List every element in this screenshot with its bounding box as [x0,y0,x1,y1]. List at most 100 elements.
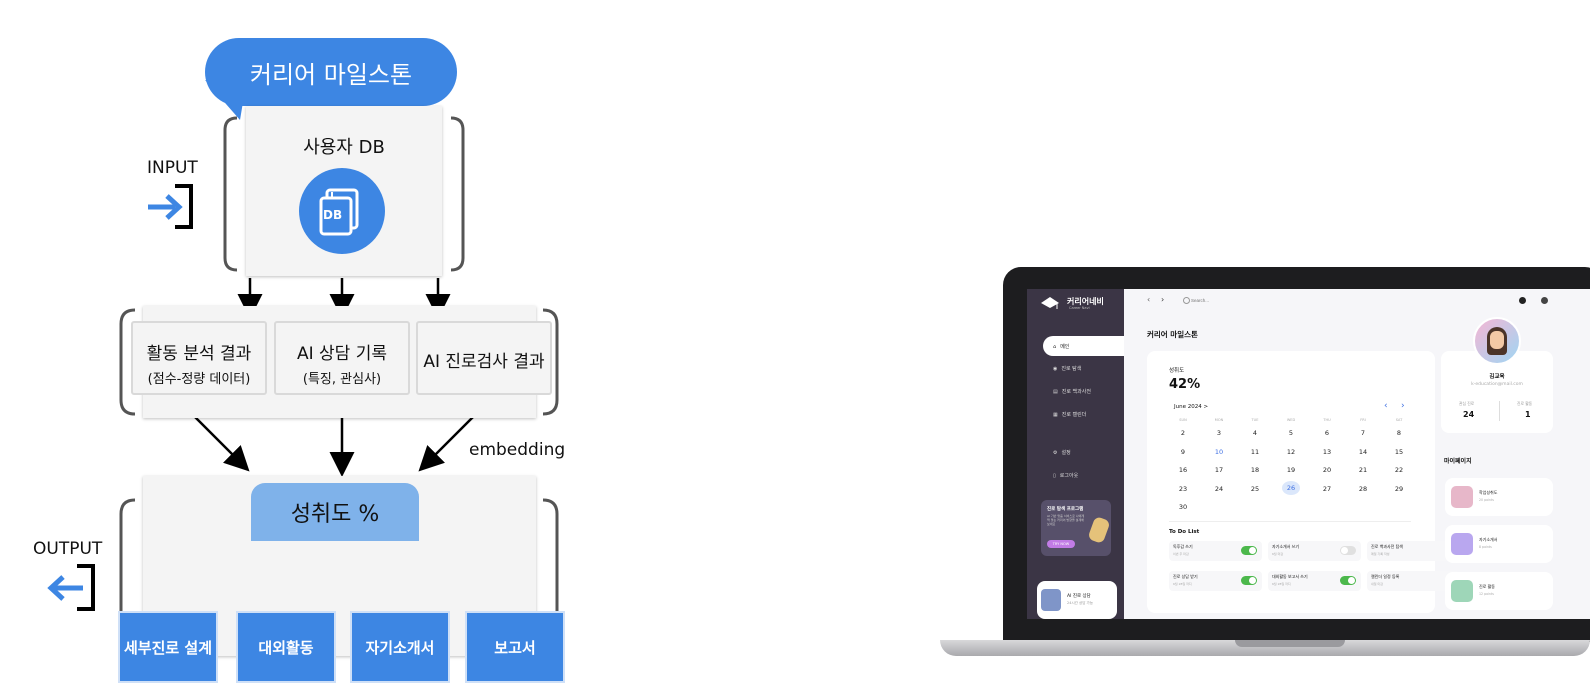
calendar-day[interactable]: 9 [1180,447,1186,456]
promo-illustration [1087,515,1111,545]
calendar-month[interactable]: June 2024 > [1174,404,1209,410]
todo-item-title: 진로 백과사전 탐색 [1371,544,1403,549]
todo-item-sub: 6월 28일 까지 [1173,582,1192,586]
calendar-day[interactable]: 26 [1282,480,1300,495]
calendar-day[interactable]: 7 [1360,429,1366,437]
calendar-day[interactable]: 11 [1250,447,1260,456]
todo-toggle[interactable] [1340,576,1356,585]
ai-chat-card[interactable]: AI 진로 상담 24시간 상담 가능 [1037,581,1117,619]
output-external-activity: 대외활동 [236,611,336,683]
nav-item-logout[interactable]: ▯로그아웃 [1053,472,1079,480]
calendar-day[interactable]: 22 [1394,466,1404,474]
calendar-day[interactable]: 16 [1178,466,1188,474]
calendar-day[interactable]: 23 [1178,484,1188,493]
sidebar: 커리어네비 Career Navi ⌂메인 ◉진로 탐색 ▤진로 백과사전 ▦진… [1027,289,1124,619]
todo-item-title: 캘린더 일정 등록 [1371,574,1400,579]
calendar-day[interactable]: 30 [1178,503,1188,511]
todo-item-sub: 이번 주 마감 [1173,552,1189,556]
todo-title: To Do List [1169,529,1200,535]
output-report: 보고서 [465,611,565,683]
theme-icon[interactable] [1541,297,1548,304]
forward-icon[interactable]: › [1161,295,1165,304]
book-icon: ▤ [1053,388,1058,395]
chat-title: AI 진로 상담 [1067,594,1091,599]
calendar-day[interactable]: 28 [1358,484,1368,493]
calendar-day[interactable]: 4 [1252,429,1258,437]
calendar-day[interactable]: 25 [1250,484,1260,493]
nav-label: 진로 백과사전 [1061,389,1091,395]
nav-label: 설정 [1061,450,1071,456]
calendar-day[interactable]: 17 [1214,466,1224,474]
calendar-day[interactable]: 21 [1358,466,1368,474]
profile-stat-divider [1499,401,1500,421]
todo-item-sub: 6월 28일 까지 [1272,582,1291,586]
todo-toggle[interactable] [1340,546,1356,555]
calendar-weekday: TUE [1251,418,1259,422]
calendar-day[interactable]: 20 [1322,466,1332,474]
calendar-day[interactable]: 27 [1322,484,1332,493]
calendar-day[interactable]: 13 [1322,447,1332,456]
input-box-ai-consult: AI 상담 기록 (특징, 관심사) [274,321,410,395]
todo-toggle[interactable] [1241,546,1257,555]
calendar-day[interactable]: 3 [1216,429,1222,437]
brand-sub: Career Navi [1069,306,1090,310]
calendar-next-icon[interactable]: › [1401,401,1405,411]
bubble-title: 커리어 마일스톤 [205,38,457,106]
calendar-weekday: SAT [1395,418,1403,422]
calendar-day[interactable]: 2 [1180,429,1186,437]
notification-icon[interactable] [1519,297,1526,304]
calendar-day[interactable]: 5 [1288,429,1294,437]
nav-item-main[interactable]: ⌂메인 [1053,343,1069,351]
promo-card: 진로 탐색 프로그램 AI 기반 맞춤 서비스로 나에게 딱 맞는 커리어 방향… [1041,500,1111,556]
nav-item-encyclopedia[interactable]: ▤진로 백과사전 [1053,388,1091,396]
mypage-item-icon [1451,533,1473,555]
calendar-day[interactable]: 24 [1214,484,1224,493]
nav-label: 로그아웃 [1059,473,1079,479]
calendar-day[interactable]: 19 [1286,466,1296,474]
calendar-icon: ▦ [1053,411,1058,418]
calendar-day[interactable]: 18 [1250,466,1260,474]
brand-name: 커리어네비 [1067,297,1104,306]
calendar-weekday: THU [1323,418,1331,422]
calendar-prev-icon[interactable]: ‹ [1384,401,1388,411]
mypage-item-icon [1451,580,1473,602]
laptop-base [940,640,1590,656]
nav-item-calendar[interactable]: ▦진로 캘린더 [1053,411,1086,419]
nav-item-settings[interactable]: ⚙설정 [1053,449,1071,457]
calendar-day[interactable]: 6 [1324,429,1330,437]
profile-stat1-label: 관심 진로 [1459,401,1475,406]
calendar-day[interactable]: 8 [1396,429,1402,437]
back-icon[interactable]: ‹ [1147,295,1151,304]
mypage-item-title: 학업성취도 [1479,490,1498,495]
brand-logo-icon [1039,295,1059,309]
calendar-day[interactable]: 29 [1394,484,1404,493]
input-label: INPUT [147,158,198,178]
profile-stat2-label: 진로 활동 [1517,401,1533,406]
avatar [1473,317,1521,365]
input-box-activity: 활동 분석 결과 (점수-정량 데이터) [131,321,267,395]
profile-name: 김교육 [1489,374,1505,380]
todo-toggle[interactable] [1241,576,1257,585]
todo-item-sub: 내일 마감 [1371,582,1383,586]
calendar-day[interactable]: 12 [1286,447,1296,456]
calendar-day[interactable]: 15 [1394,447,1404,456]
calendar-day[interactable]: 10 [1214,447,1224,456]
search-input[interactable] [1191,295,1271,305]
embedding-label: embedding [469,440,566,460]
chat-avatar [1041,589,1061,611]
promo-button[interactable]: TRY NOW [1047,540,1075,548]
output-icon [47,564,95,611]
toggle-knob [1249,577,1256,584]
nav-item-explore[interactable]: ◉진로 탐색 [1053,365,1081,373]
calendar-day[interactable]: 14 [1358,447,1368,456]
